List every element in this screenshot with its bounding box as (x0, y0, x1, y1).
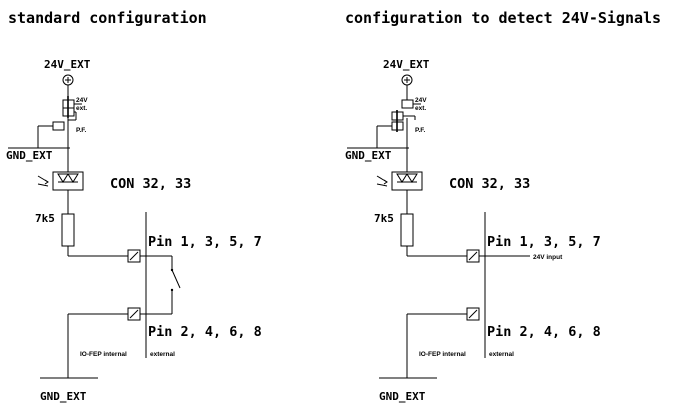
external-label: external (150, 351, 175, 358)
resistor-icon (400, 213, 414, 247)
connector-label: CON 32, 33 (110, 176, 191, 192)
jumper-label-pf: P.F. (415, 127, 426, 134)
resistor-label: 7k5 (35, 212, 55, 225)
jumper-label-pf: P.F. (76, 127, 87, 134)
gnd-bottom-label: GND_EXT (40, 390, 87, 403)
pin-bottom-terminal (466, 307, 480, 321)
internal-label: IO-FEP internal (419, 351, 466, 358)
pin-bottom-label: Pin 2, 4, 6, 8 (487, 324, 601, 340)
diagram-standard: standard configuration 24V_EXT 24V ext. … (6, 9, 262, 403)
optocoupler-icon (37, 171, 84, 191)
pin-top-terminal (466, 249, 480, 263)
supply-terminal (401, 74, 413, 86)
diagram-title: configuration to detect 24V-Signals (345, 9, 661, 27)
pin-top-terminal (127, 249, 141, 263)
jumper-label-ext: ext. (415, 105, 426, 112)
gnd-top-label: GND_EXT (345, 149, 392, 162)
diagram-title: standard configuration (8, 9, 207, 27)
internal-label: IO-FEP internal (80, 351, 127, 358)
supply-terminal (62, 74, 74, 86)
jumper-label-24v: 24V (76, 97, 88, 104)
gnd-top-label: GND_EXT (6, 149, 53, 162)
pin-top-label: Pin 1, 3, 5, 7 (487, 234, 601, 250)
jumper-block (52, 96, 82, 131)
diagram-24v-signals: configuration to detect 24V-Signals 24V_… (345, 9, 661, 403)
gnd-bottom-label: GND_EXT (379, 390, 426, 403)
resistor-icon (61, 213, 75, 247)
input-label: 24V input (533, 254, 563, 261)
external-label: external (489, 351, 514, 358)
pin-bottom-terminal (127, 307, 141, 321)
jumper-label-24v: 24V (415, 97, 427, 104)
resistor-label: 7k5 (374, 212, 394, 225)
optocoupler-icon (376, 171, 423, 191)
external-switch-icon (170, 256, 181, 314)
jumper-block (391, 99, 421, 132)
supply-label: 24V_EXT (383, 58, 430, 71)
jumper-label-ext: ext. (76, 105, 87, 112)
pin-bottom-label: Pin 2, 4, 6, 8 (148, 324, 262, 340)
supply-label: 24V_EXT (44, 58, 91, 71)
connector-label: CON 32, 33 (449, 176, 530, 192)
pin-top-label: Pin 1, 3, 5, 7 (148, 234, 262, 250)
